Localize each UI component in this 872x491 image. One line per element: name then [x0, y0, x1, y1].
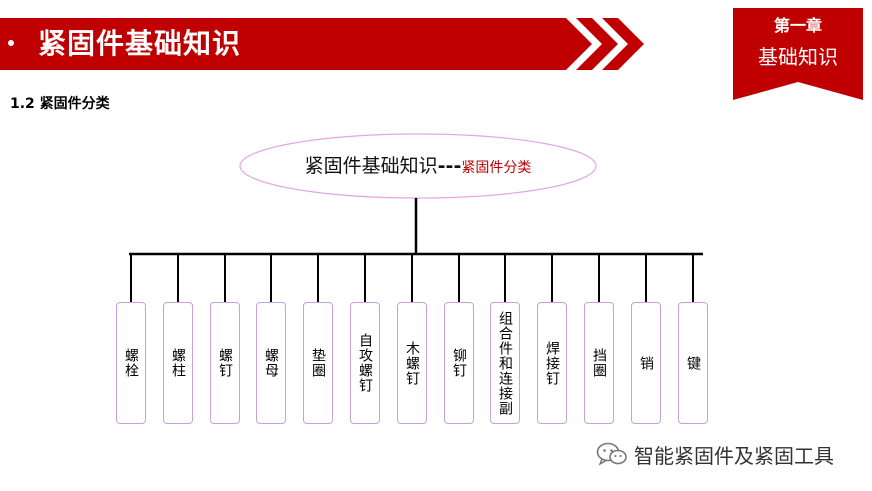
category-label: 木螺钉 [404, 340, 420, 386]
category-label: 焊接钉 [544, 340, 560, 386]
category-node: 螺栓 [116, 302, 146, 424]
drop-lines [130, 254, 694, 302]
category-node: 螺柱 [163, 302, 193, 424]
banner-shape [0, 18, 644, 70]
wechat-icon [596, 442, 627, 466]
root-main-text: 紧固件基础知识 [304, 155, 438, 177]
root-sub-text: 紧固件分类 [461, 160, 532, 176]
category-label: 螺柱 [170, 348, 186, 378]
category-label: 组合件和连接副 [497, 310, 513, 416]
category-label: 螺母 [263, 348, 279, 378]
category-node: 垫圈 [303, 302, 333, 424]
root-separator: --- [437, 155, 462, 177]
root-node: 紧固件基础知识---紧固件分类 [240, 150, 596, 182]
chapter-title: 基础知识 [758, 45, 838, 69]
category-label: 螺栓 [123, 348, 139, 378]
root-ellipse [239, 133, 597, 199]
category-label: 挡圈 [591, 348, 607, 378]
ribbon-shape [733, 8, 863, 100]
category-node: 木螺钉 [397, 302, 427, 424]
category-label: 自攻螺钉 [357, 333, 373, 393]
category-label: 垫圈 [310, 348, 326, 378]
chapter-number: 第一章 [773, 16, 822, 35]
category-node: 键 [678, 302, 708, 424]
watermark-text: 智能紧固件及紧固工具 [634, 443, 834, 468]
category-node: 螺钉 [210, 302, 240, 424]
category-label: 铆钉 [451, 348, 467, 378]
category-node: 螺母 [256, 302, 286, 424]
section-heading: 1.2 紧固件分类 [10, 96, 110, 112]
category-label: 螺钉 [217, 348, 233, 378]
category-node: 挡圈 [584, 302, 614, 424]
header-banner: 紧固件基础知识 [0, 18, 650, 70]
category-node: 铆钉 [444, 302, 474, 424]
category-label: 键 [685, 355, 701, 371]
chapter-ribbon: 第一章 基础知识 [733, 8, 863, 100]
watermark: 智能紧固件及紧固工具 [596, 440, 834, 468]
category-node: 自攻螺钉 [350, 302, 380, 424]
category-node: 组合件和连接副 [490, 302, 520, 424]
category-node: 销 [631, 302, 661, 424]
category-label: 销 [638, 355, 654, 371]
page-title: 紧固件基础知识 [38, 27, 242, 60]
bullet-icon [8, 40, 14, 46]
category-node: 焊接钉 [537, 302, 567, 424]
